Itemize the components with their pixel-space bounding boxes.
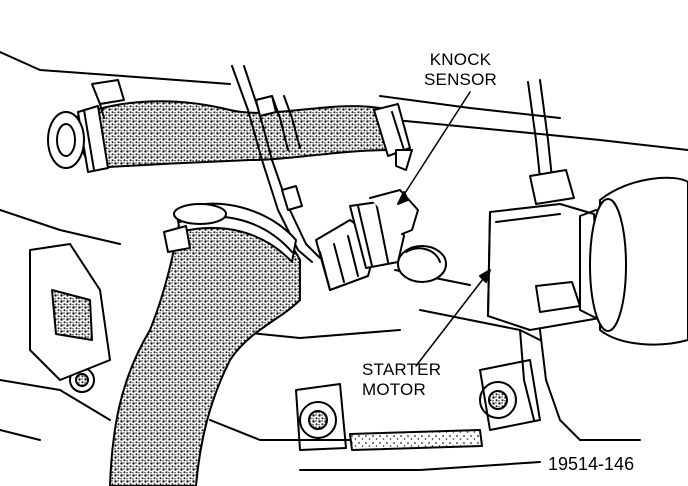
starter-motor-label-line1: STARTER — [362, 360, 442, 379]
wiring — [231, 65, 553, 263]
knock-sensor-leader — [397, 91, 471, 205]
knock-sensor-label-line1: KNOCK — [429, 50, 492, 69]
upper-hose — [47, 79, 413, 173]
starter-motor-leader — [415, 269, 491, 367]
knock-sensor-callout: KNOCK SENSOR — [424, 50, 497, 90]
starter-motor-label-line2: MOTOR — [362, 380, 426, 399]
leader-lines — [397, 91, 491, 367]
left-bracket — [0, 243, 111, 441]
knock-sensor — [315, 189, 447, 291]
gasket-strip — [349, 429, 483, 451]
lower-hose — [109, 202, 301, 486]
starter-motor — [487, 169, 688, 441]
knock-sensor-label-line2: SENSOR — [424, 70, 497, 89]
starter-motor-callout: STARTER MOTOR — [362, 360, 441, 400]
figure-number: 19514-146 — [548, 454, 635, 474]
